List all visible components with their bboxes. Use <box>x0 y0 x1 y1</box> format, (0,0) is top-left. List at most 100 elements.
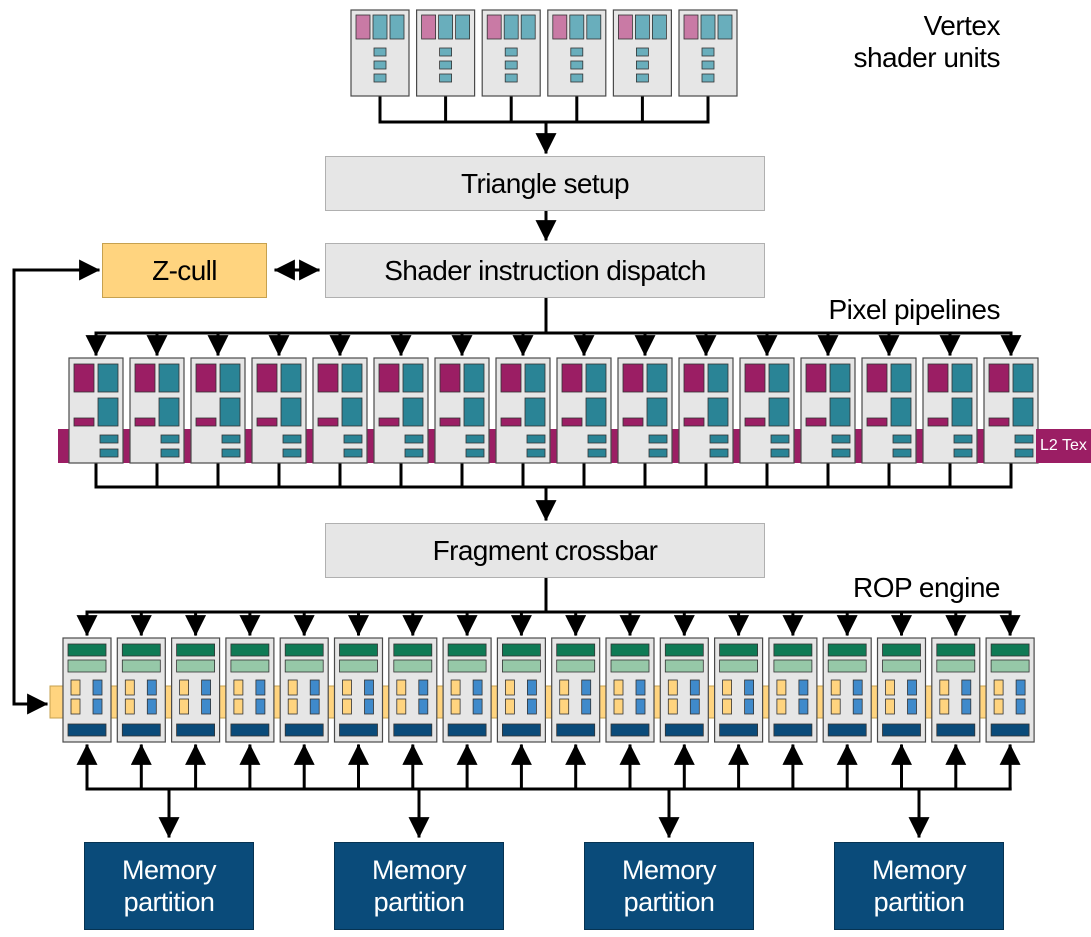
pixel-pipeline-unit <box>68 357 124 464</box>
pixel-unit-magenta-block <box>256 363 278 393</box>
pixel-unit-magenta-small <box>317 417 339 427</box>
rop-unit-green-dark <box>719 643 758 657</box>
vertex-unit-small-block <box>701 73 715 83</box>
rop-unit-green-light <box>501 659 541 673</box>
rop-unit-yellow-block <box>504 679 515 696</box>
rop-unit-green-dark <box>393 643 433 657</box>
rop-unit <box>768 637 818 743</box>
rop-unit <box>931 637 981 743</box>
pixel-unit-teal-small <box>160 448 180 458</box>
pixel-unit-teal-small <box>282 448 302 458</box>
rop-unit-green-dark <box>284 643 324 657</box>
pixel-unit-teal-block <box>585 363 607 393</box>
rop-unit-blue-block <box>798 698 809 715</box>
pixel-unit-teal-block <box>219 397 241 427</box>
memory-partition-3-line2: partition <box>623 887 715 917</box>
vertex-unit <box>612 9 673 97</box>
rop-unit-blue-block <box>92 679 103 696</box>
rop-unit-blue-block <box>689 679 700 696</box>
pixel-unit-teal-block <box>951 363 973 393</box>
rop-unit-yellow-block <box>287 679 298 696</box>
rop-unit-yellow-block <box>667 698 678 715</box>
rop-unit-yellow-block <box>179 679 190 696</box>
pixel-unit-teal-small <box>770 448 790 458</box>
vertex-unit-small-block <box>439 60 453 70</box>
pixel-unit-teal-small <box>465 448 485 458</box>
rop-unit-green-dark <box>936 643 976 657</box>
pixel-unit-teal-small <box>1014 434 1034 444</box>
memory-partition-4-line2: partition <box>873 887 965 917</box>
rop-unit-green-dark <box>230 643 270 657</box>
rop-unit-green-dark <box>176 643 216 657</box>
fragment-crossbar-block: Fragment crossbar <box>325 523 765 578</box>
memory-partition-4: Memory partition <box>834 842 1004 930</box>
vertex-unit-teal-block <box>717 14 733 40</box>
rop-unit-yellow-block <box>233 698 244 715</box>
rop-unit-green-light <box>339 659 378 673</box>
pixel-unit-teal-small <box>648 448 668 458</box>
rop-unit-yellow-block <box>70 698 81 715</box>
rop-unit-blue-block <box>364 679 374 696</box>
rop-unit-blue-block <box>689 698 700 715</box>
rop-unit <box>822 637 872 743</box>
pixel-unit-teal-block <box>951 397 973 427</box>
rop-unit-green-dark <box>882 643 921 657</box>
vertex-title-line1: Vertex <box>923 10 1001 41</box>
rop-unit-blue-block <box>201 698 212 715</box>
pixel-unit-magenta-block <box>561 363 583 393</box>
pixel-unit-teal-block <box>707 363 729 393</box>
pixel-pipeline-unit <box>678 357 734 464</box>
rop-unit-blue-block <box>852 679 863 696</box>
vertex-unit-teal-block <box>700 14 716 40</box>
pixel-unit-magenta-block <box>439 363 461 393</box>
rop-unit <box>225 637 275 743</box>
rop-unit-yellow-block <box>396 679 407 696</box>
pixel-unit-teal-small <box>221 434 241 444</box>
pixel-unit-magenta-small <box>439 417 461 427</box>
pixel-unit-magenta-small <box>195 417 217 427</box>
pixel-unit-magenta-small <box>866 417 888 427</box>
pixel-unit-teal-block <box>97 363 119 393</box>
rop-unit <box>62 637 112 743</box>
pixel-unit-teal-block <box>890 363 912 393</box>
rop-unit-green-dark <box>990 643 1030 657</box>
rop-unit-green-light <box>936 659 976 673</box>
vertex-unit <box>481 9 541 97</box>
rop-engine-title: ROP engine <box>852 572 1001 603</box>
rop-unit-navy-block <box>990 723 1030 737</box>
pixel-unit-teal-small <box>648 434 668 444</box>
rop-unit-yellow-block <box>613 698 624 715</box>
rop-unit-yellow-block <box>667 679 678 696</box>
rop-unit-green-light <box>556 659 596 673</box>
rop-unit-yellow-block <box>939 679 950 696</box>
pixel-unit-teal-block <box>158 397 180 427</box>
pixel-pipelines-title: Pixel pipelines <box>828 294 1001 325</box>
vertex-unit <box>678 9 738 97</box>
pixel-pipeline-unit <box>861 357 917 464</box>
rop-unit-blue-block <box>309 679 320 696</box>
pixel-unit-teal-small <box>587 448 607 458</box>
pixel-pipeline-units <box>58 357 1039 464</box>
rop-unit-green-light <box>67 659 107 673</box>
memory-partition-2: Memory partition <box>334 842 504 930</box>
rop-unit-blue-block <box>418 698 429 715</box>
pixel-unit-teal-small <box>99 448 119 458</box>
rop-unit-yellow-block <box>450 679 461 696</box>
rop-unit-blue-block <box>1015 698 1026 715</box>
rop-unit-navy-block <box>67 723 107 737</box>
pixel-unit-teal-block <box>280 397 302 427</box>
rop-unit-green-light <box>447 659 487 673</box>
rop-unit-green-dark <box>610 643 650 657</box>
rop-unit-yellow-block <box>179 698 190 715</box>
rop-unit-yellow-block <box>722 679 732 696</box>
pixel-unit-teal-small <box>343 434 363 444</box>
vertex-title-line2: shader units <box>853 42 1000 73</box>
rop-unit-blue-block <box>581 698 592 715</box>
pixel-unit-teal-small <box>953 434 973 444</box>
pixel-unit-teal-block <box>341 397 363 427</box>
pixel-unit-magenta-block <box>988 363 1010 393</box>
rop-unit-yellow-block <box>830 698 841 715</box>
rop-unit-blue-block <box>146 698 157 715</box>
pixel-unit-magenta-small <box>683 417 705 427</box>
pixel-unit-magenta-small <box>378 417 400 427</box>
